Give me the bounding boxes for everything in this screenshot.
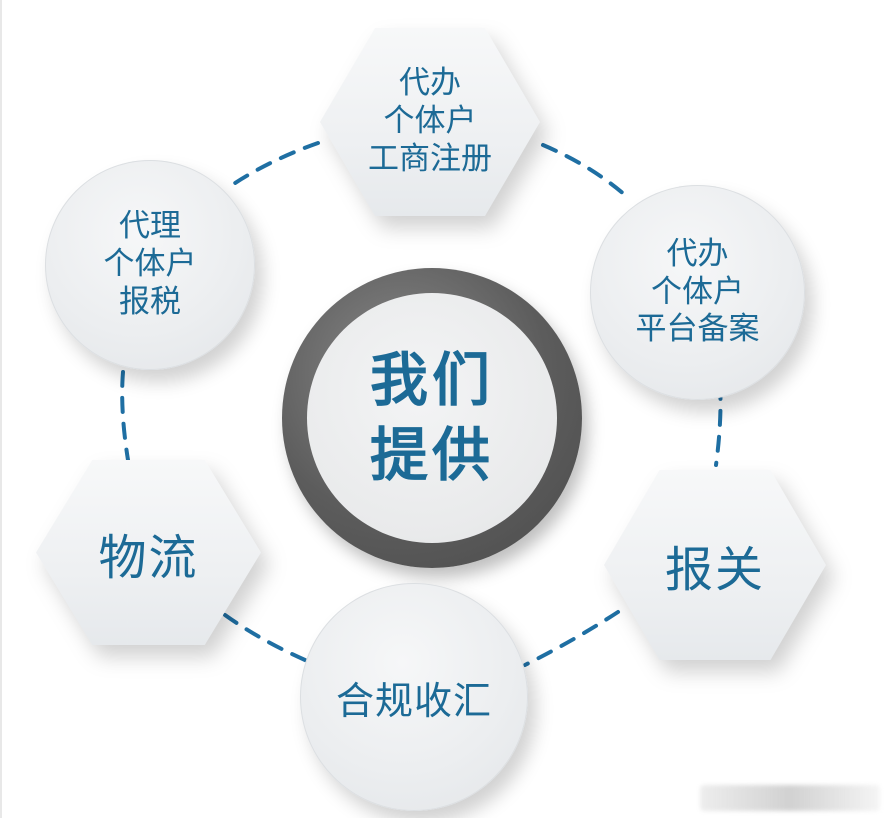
hexagon-shape: 物流 xyxy=(36,460,261,645)
node-text-line: 物流 xyxy=(98,529,199,586)
blurred-watermark xyxy=(700,785,880,811)
node-text-line: 工商注册 xyxy=(368,140,492,177)
hexagon-shape: 报关 xyxy=(604,470,826,660)
connector-lower-left-to-upper-left xyxy=(120,370,130,462)
node-text-line: 报关 xyxy=(664,542,765,598)
node-business-registration: 代办 个体户 工商注册 xyxy=(320,28,540,216)
left-border xyxy=(0,0,2,818)
node-text-line: 合规收汇 xyxy=(335,678,492,723)
node-text-line: 代办 xyxy=(666,235,729,272)
center-text-line: 我们 xyxy=(369,345,494,414)
center-text-line: 提供 xyxy=(369,421,494,489)
node-tax-filing: 代理 个体户 报税 xyxy=(45,160,255,370)
hexagon-shape: 代办 个体户 工商注册 xyxy=(320,28,540,216)
center-hub: 我们 提供 xyxy=(282,268,582,568)
connector-lower-right-to-bottom xyxy=(523,610,620,667)
node-text-line: 平台备案 xyxy=(635,311,760,348)
connector-top-to-upper-right xyxy=(541,143,627,197)
connector-bottom-to-lower-left xyxy=(223,613,307,662)
node-platform-filing: 代办 个体户 平台备案 xyxy=(590,185,805,400)
node-text-line: 个体户 xyxy=(103,246,197,283)
node-customs-declaration: 报关 xyxy=(604,470,826,660)
node-text-line: 个体户 xyxy=(651,273,744,310)
node-text-line: 个体户 xyxy=(383,103,477,140)
center-hub-inner: 我们 提供 xyxy=(307,293,557,543)
node-text-line: 代理 xyxy=(119,208,181,245)
node-text-line: 报税 xyxy=(119,283,181,320)
node-logistics: 物流 xyxy=(36,460,261,645)
node-text-line: 代办 xyxy=(399,65,461,102)
connector-top-to-upper-left xyxy=(230,141,320,187)
node-compliant-collection: 合规收汇 xyxy=(300,583,528,811)
